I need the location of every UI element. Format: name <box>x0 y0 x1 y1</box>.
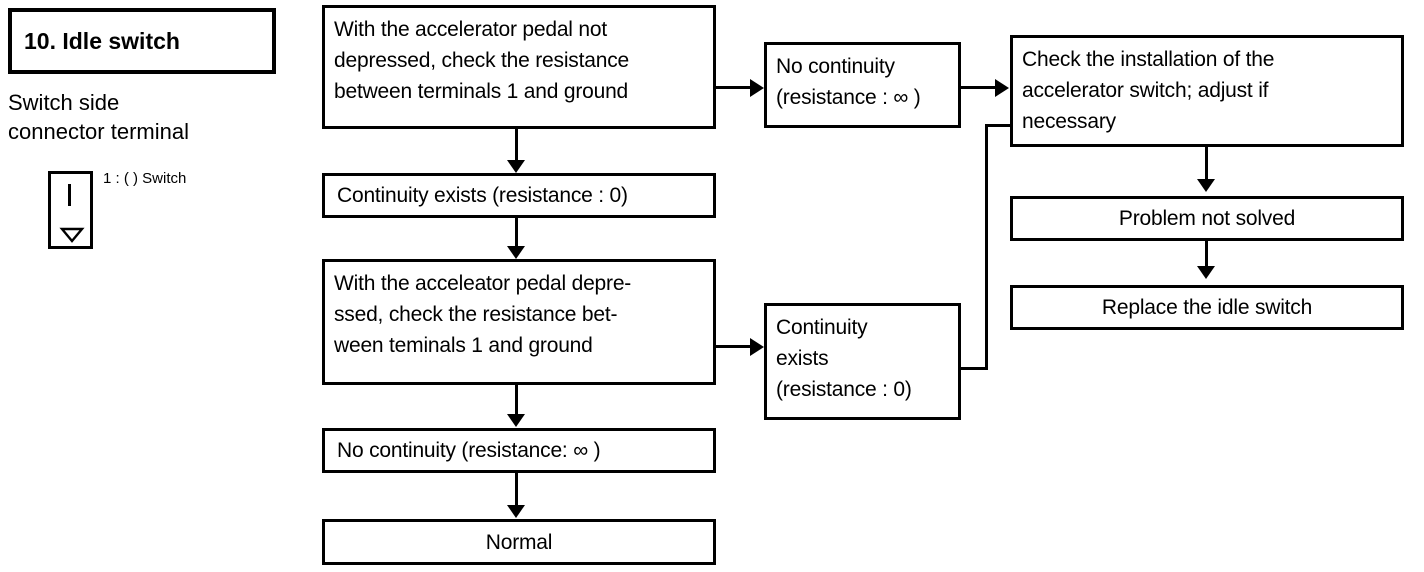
node-check-accelerator-switch-installation: Check the installation of the accelerato… <box>1010 35 1404 147</box>
node-text: Normal <box>485 530 553 554</box>
node-problem-not-solved: Problem not solved <box>1010 196 1404 241</box>
node-text: With the acceleator pedal depre- ssed, c… <box>334 272 632 357</box>
node-text: No continuity (resistance: ∞ ) <box>337 439 601 462</box>
node-check-resistance-depressed: With the acceleator pedal depre- ssed, c… <box>322 259 716 385</box>
node-text: Problem not solved <box>1118 207 1296 230</box>
section-title-box: 10. Idle switch <box>8 8 276 74</box>
node-no-continuity-infinite-upper: No continuity (resistance : ∞ ) <box>764 42 961 128</box>
terminal-pin-1-icon <box>68 184 71 206</box>
node-text: Continuity exists (resistance : 0) <box>776 316 912 401</box>
page-title: 10. Idle switch <box>24 27 180 54</box>
node-text: Replace the idle switch <box>1101 296 1313 319</box>
node-check-resistance-not-depressed: With the accelerator pedal not depressed… <box>322 5 716 129</box>
node-text: Check the installation of the accelerato… <box>1022 48 1275 133</box>
connector-terminal-icon <box>48 171 93 249</box>
node-continuity-exists-zero: Continuity exists (resistance : 0) <box>322 173 716 218</box>
connector-terminal-note: 1 : ( ) Switch <box>103 170 187 187</box>
node-text: No continuity (resistance : ∞ ) <box>776 55 921 109</box>
terminal-triangle-icon <box>59 227 85 243</box>
node-continuity-exists-zero-lower: Continuity exists (resistance : 0) <box>764 303 961 420</box>
node-text: Continuity exists (resistance : 0) <box>337 184 628 207</box>
node-no-continuity-infinite-lower: No continuity (resistance: ∞ ) <box>322 428 716 473</box>
node-replace-idle-switch: Replace the idle switch <box>1010 285 1404 330</box>
node-text: With the accelerator pedal not depressed… <box>334 18 629 103</box>
switch-side-connector-heading: Switch side connector terminal <box>8 90 189 144</box>
node-result-normal: Normal <box>322 519 716 565</box>
